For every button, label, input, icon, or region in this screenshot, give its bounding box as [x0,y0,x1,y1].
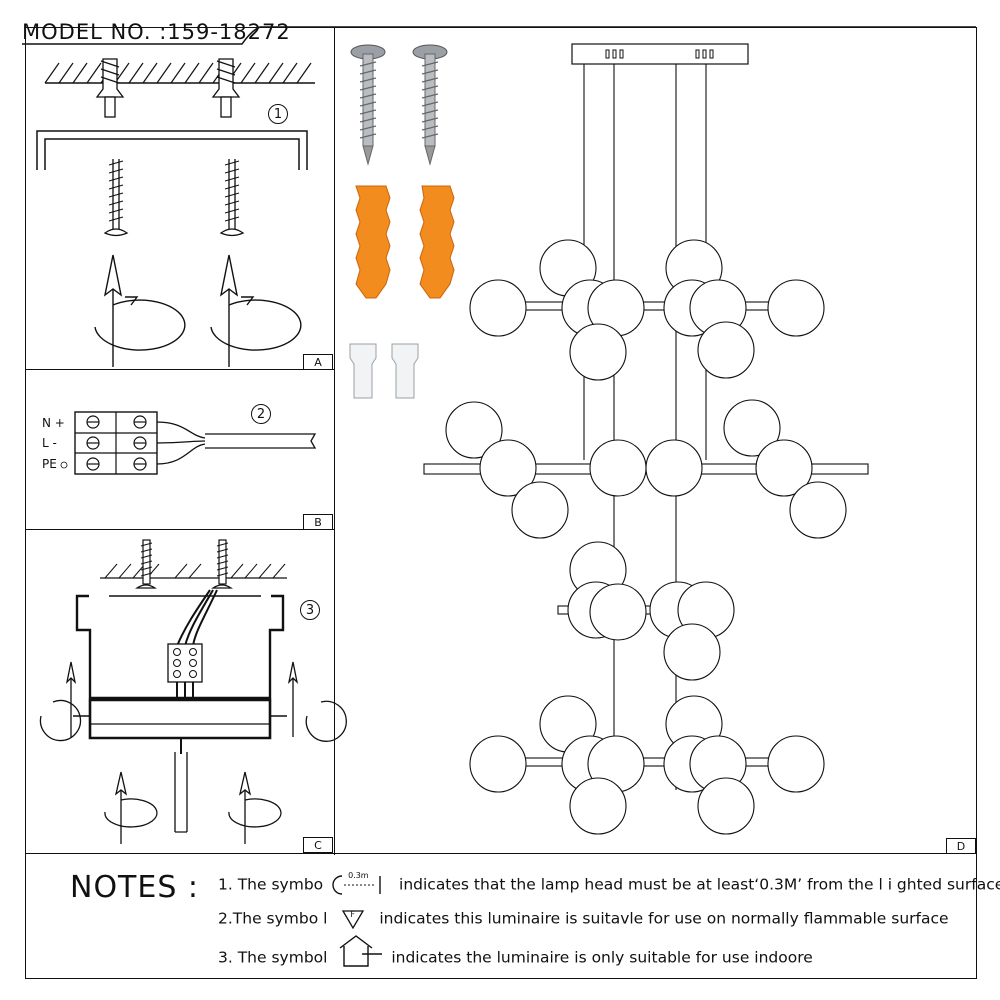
divider-bc [25,529,335,530]
panel-label-b: B [303,514,333,530]
mounting-screws [350,44,448,166]
tier-4 [469,695,825,835]
notes-title: NOTES : [70,870,200,905]
note-2-prefix: 2.The symbo l [218,909,328,928]
distance-symbol-label: 0.3m [348,871,369,880]
panel-label-a: A [303,354,333,370]
terminal-label-l: L - [42,436,57,450]
flammable-surface-icon-letter: F [350,910,355,919]
panel-c-drawing [39,539,347,844]
panel-label-c: C [303,837,333,853]
panel-label-d: D [946,838,976,854]
indoor-house-icon [334,935,384,974]
note-3: 3. The symbol indicates the luminaire is… [218,935,813,974]
step-number-1: 1 [268,104,288,124]
note-1-prefix: 1. The symbo [218,875,324,894]
step-number-2: 2 [251,404,271,424]
note-2: 2.The symbo l F indicates this luminaire… [218,908,949,930]
note-3-prefix: 3. The symbol [218,948,328,967]
distance-symbol-icon: 0.3m [332,871,388,896]
terminal-block-drawing [60,411,317,475]
wire-connectors [349,343,419,399]
notes-divider [25,853,977,854]
tier-3 [557,541,735,681]
chandelier-drawing [423,43,869,835]
outer-frame [25,27,977,979]
note-1: 1. The symbo 0.3m indicates that the lam… [218,871,1000,896]
terminal-label-n: N + [42,416,65,430]
note-2-text: indicates this luminaire is suitavle for… [379,909,949,928]
flammable-surface-icon: F [340,908,366,930]
note-3-text: indicates the luminaire is only suitable… [391,948,813,967]
step-number-3: 3 [300,600,320,620]
note-1-text: indicates that the lamp head must be at … [399,875,1000,894]
terminal-label-pe: PE [42,457,57,471]
tier-2 [423,399,869,539]
wall-plugs [355,185,455,299]
panel-a-drawing [36,58,315,367]
divider-ab [25,369,335,370]
tier-1 [469,239,825,381]
panel-divider-vertical [25,27,335,855]
